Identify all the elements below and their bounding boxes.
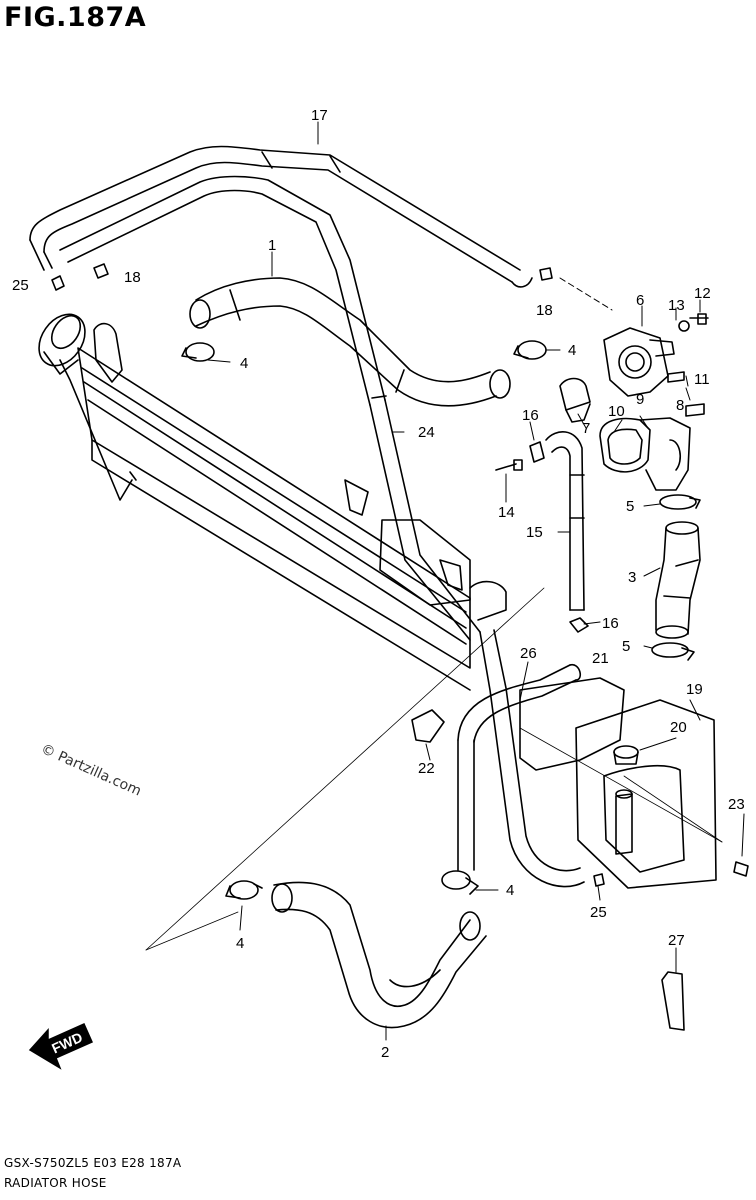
callout-13[interactable]: 13 xyxy=(668,297,685,314)
hose-26 xyxy=(457,629,585,888)
callout-24[interactable]: 24 xyxy=(418,424,435,441)
callout-19[interactable]: 19 xyxy=(686,681,703,698)
callout-labels: 17 1 18 25 4 24 18 6 13 12 4 11 8 10 9 1… xyxy=(12,107,745,1061)
fwd-arrow-icon: FWD xyxy=(28,1023,93,1070)
hose-1 xyxy=(189,277,511,407)
leader-lines xyxy=(145,121,745,1041)
callout-16-upper[interactable]: 16 xyxy=(522,407,539,424)
clamps xyxy=(181,340,701,900)
callout-25-right[interactable]: 25 xyxy=(590,904,607,921)
callout-25-left[interactable]: 25 xyxy=(12,277,29,294)
callout-4-lower-right[interactable]: 4 xyxy=(506,882,514,899)
bolts xyxy=(51,263,749,887)
callout-4-lower-left[interactable]: 4 xyxy=(236,935,244,952)
radiator-cap-icon xyxy=(38,313,86,375)
hose-3 xyxy=(655,521,701,639)
callout-17[interactable]: 17 xyxy=(311,107,328,124)
callout-12[interactable]: 12 xyxy=(694,285,711,302)
watermark: © Partzilla.com xyxy=(38,741,143,800)
callout-5-upper[interactable]: 5 xyxy=(626,498,634,515)
reservoir-tank xyxy=(411,677,717,1031)
hose-15 xyxy=(545,431,585,611)
thermostat-housing xyxy=(559,327,691,491)
callout-20[interactable]: 20 xyxy=(670,719,687,736)
callout-18-right[interactable]: 18 xyxy=(536,302,553,319)
callout-23[interactable]: 23 xyxy=(728,796,745,813)
callout-15[interactable]: 15 xyxy=(526,524,543,541)
callout-2[interactable]: 2 xyxy=(381,1044,389,1061)
callout-1[interactable]: 1 xyxy=(268,237,276,254)
figure-title: FIG.187A xyxy=(4,2,147,33)
callout-16-lower[interactable]: 16 xyxy=(602,615,619,632)
callout-21[interactable]: 21 xyxy=(592,650,609,667)
callout-8[interactable]: 8 xyxy=(676,397,684,414)
model-code: GSX-S750ZL5 E03 E28 187A xyxy=(4,1156,182,1170)
section-name: RADIATOR HOSE xyxy=(4,1176,107,1190)
radiator xyxy=(59,322,507,691)
hose-17 xyxy=(29,145,533,406)
callout-7[interactable]: 7 xyxy=(582,420,590,437)
callout-26[interactable]: 26 xyxy=(520,645,537,662)
callout-5-lower[interactable]: 5 xyxy=(622,638,630,655)
callout-11[interactable]: 11 xyxy=(694,371,710,388)
callout-4-upper-left[interactable]: 4 xyxy=(240,355,248,372)
callout-9[interactable]: 9 xyxy=(636,391,644,408)
hose-24 xyxy=(369,395,481,641)
callout-6[interactable]: 6 xyxy=(636,292,644,309)
callout-3[interactable]: 3 xyxy=(628,569,636,586)
callout-4-upper-right[interactable]: 4 xyxy=(568,342,576,359)
callout-14[interactable]: 14 xyxy=(498,504,515,521)
callout-27[interactable]: 27 xyxy=(668,932,685,949)
callout-18-left[interactable]: 18 xyxy=(124,269,141,286)
hose-2 xyxy=(271,881,487,1029)
callout-10[interactable]: 10 xyxy=(608,403,625,420)
callout-22[interactable]: 22 xyxy=(418,760,435,777)
